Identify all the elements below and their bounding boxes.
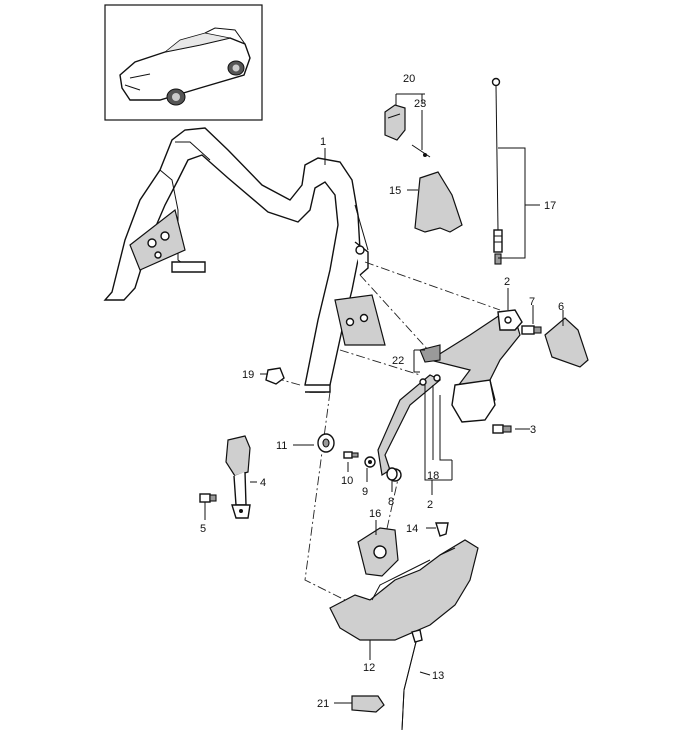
- fastener-set: [343, 451, 398, 481]
- clip-14: [435, 522, 449, 537]
- callouts: 1 2 2 3 4 5 6 7 8 9 10 11 12 13 14 15 16…: [200, 73, 564, 710]
- clip-21: [351, 695, 385, 713]
- antenna-cable: [491, 77, 503, 265]
- bolt-5: [199, 493, 217, 503]
- callout-12: 12: [363, 662, 375, 674]
- bushing-11: [317, 433, 335, 453]
- callout-9: 9: [362, 486, 368, 498]
- callout-2-top: 2: [504, 276, 510, 288]
- roll-bar: [103, 127, 386, 393]
- callout-10: 10: [341, 475, 353, 487]
- cover-cap: [544, 317, 589, 368]
- nut-19: [265, 367, 285, 385]
- trim-cap: [384, 104, 431, 158]
- callout-5: 5: [200, 523, 206, 535]
- callout-14: 14: [406, 523, 418, 535]
- guide-plate: [357, 527, 399, 577]
- callout-17: 17: [544, 200, 556, 212]
- seat-belt-retractor: [377, 309, 523, 482]
- bolt-7: [521, 325, 542, 335]
- callout-8: 8: [388, 496, 394, 508]
- callout-2-bottom: 2: [427, 499, 433, 511]
- callout-4: 4: [260, 477, 266, 489]
- callout-16: 16: [369, 508, 381, 520]
- cover-panel: [414, 171, 463, 233]
- callout-21: 21: [317, 698, 329, 710]
- leader-lines: [204, 93, 564, 704]
- callout-11: 11: [276, 440, 287, 452]
- callout-13: 13: [432, 670, 444, 682]
- bolt-3: [492, 424, 512, 434]
- cover-tray: [329, 539, 479, 641]
- assembly-lines: [274, 261, 501, 601]
- callout-18: 18: [427, 470, 439, 482]
- callout-3: 3: [530, 424, 536, 436]
- callout-19: 19: [242, 369, 254, 381]
- callout-6: 6: [558, 301, 564, 313]
- vehicle-thumbnail: [104, 4, 263, 121]
- callout-1: 1: [320, 136, 326, 148]
- callout-15: 15: [389, 185, 401, 197]
- callout-23: 23: [414, 98, 426, 110]
- drain-hose: [401, 629, 423, 731]
- callout-20: 20: [403, 73, 415, 85]
- callout-7: 7: [529, 296, 535, 308]
- belt-buckle: [225, 435, 251, 519]
- callout-22: 22: [392, 355, 404, 367]
